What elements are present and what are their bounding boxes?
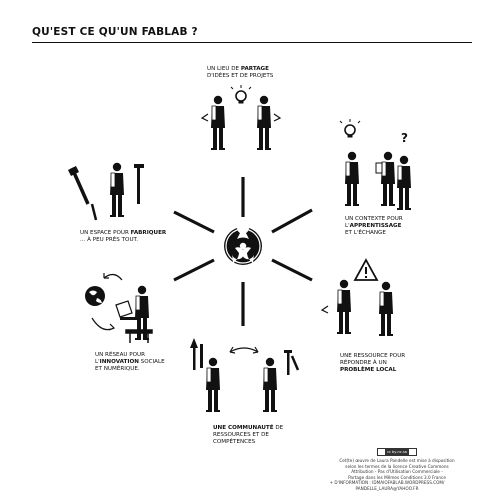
info-website: + D'INFORMATION : IDMAIOFABLAB.WORDPRESS… xyxy=(329,480,445,485)
caption-text: RESSOURCES ET DE xyxy=(213,432,269,438)
caption-text: D'IDÉES ET DE PROJETS xyxy=(207,73,274,79)
caption-local-problem: UNE RESSOURCE POUR RÉPONDRE À UN PROBLÈM… xyxy=(340,353,405,374)
caption-text: L' xyxy=(95,359,100,365)
sharing-illustration xyxy=(200,85,282,151)
network-illustration xyxy=(85,273,153,343)
caption-text: ET NUMÉRIQUE. xyxy=(95,366,140,372)
warning-triangle-icon xyxy=(353,258,379,281)
caption-text: COMPÉTENCES xyxy=(213,439,256,445)
laptop-icon xyxy=(115,300,138,320)
license-line: selon les termes de la licence Creative … xyxy=(345,463,449,469)
license-line: Attribution - Pas d'Utilisation Commerci… xyxy=(351,469,443,475)
learning-illustration: ? xyxy=(339,119,412,211)
caption-community: UNE COMMUNAUTÉ DE RESSOURCES ET DE COMPÉ… xyxy=(213,425,283,446)
caption-text: UN LIEU DE xyxy=(207,66,241,72)
title-divider xyxy=(32,42,472,43)
license-line: Cet(te) œuvre de Laura Pandelle est mise… xyxy=(339,458,455,463)
lightbulb-icon xyxy=(230,85,252,104)
caption-network: UN RÉSEAU POUR L'INNOVATION SOCIALE ET N… xyxy=(95,352,165,373)
local-problem-illustration xyxy=(320,258,394,337)
page-title: QU'EST CE QU'UN FABLAB ? xyxy=(32,26,198,38)
caption-keyword: INNOVATION xyxy=(99,359,139,365)
caption-text: ET L'ÉCHANGE xyxy=(345,230,386,236)
lightbulb-icon xyxy=(339,119,361,138)
license-line: Partage dans les Mêmes Conditions 3.0 Fr… xyxy=(348,474,446,480)
caption-text: ... À PEU PRÈS TOUT. xyxy=(80,237,139,243)
caption-text: UN RÉSEAU POUR xyxy=(95,352,146,358)
caption-keyword: FABRIQUER xyxy=(130,230,167,236)
caption-learning: UN CONTEXTE POUR L'APPRENTISSAGE ET L'ÉC… xyxy=(345,216,403,237)
info-email: PANDELLE_LAURA@YAHOO.FR xyxy=(355,485,419,491)
license-notice: cc by-nc-sa Cet(te) œuvre de Laura Pande… xyxy=(322,448,472,480)
ray-top-left xyxy=(173,210,215,234)
ray-bottom-left xyxy=(173,258,215,282)
cc-badge-text: cc by-nc-sa xyxy=(385,449,409,455)
fablab-logo-icon xyxy=(224,221,262,265)
caption-sharing: UN LIEU DE PARTAGE D'IDÉES ET DE PROJETS xyxy=(207,66,273,80)
cc-license-badge: cc by-nc-sa xyxy=(377,448,417,456)
caption-text: DE xyxy=(273,425,284,431)
caption-text: UN ESPACE POUR xyxy=(80,230,131,236)
caption-text: RÉPONDRE À UN xyxy=(340,360,387,366)
contact-info: + D'INFORMATION : IDMAIOFABLAB.WORDPRESS… xyxy=(302,480,472,491)
caption-text: L' xyxy=(345,223,350,229)
caption-make: UN ESPACE POUR FABRIQUER ... À PEU PRÈS … xyxy=(80,230,166,244)
community-illustration xyxy=(190,338,300,413)
caption-text: SOCIALE xyxy=(138,359,165,365)
caption-keyword: APPRENTISSAGE xyxy=(349,223,402,229)
tools-icon xyxy=(68,164,144,221)
caption-keyword: PROBLÈME LOCAL xyxy=(340,367,397,373)
caption-text: UNE RESSOURCE POUR xyxy=(340,353,406,359)
caption-keyword: PARTAGE xyxy=(240,66,269,72)
caption-text: UN CONTEXTE POUR xyxy=(345,216,403,222)
tools-icon xyxy=(190,338,300,375)
globe-icon xyxy=(85,286,105,306)
question-mark-icon: ? xyxy=(401,131,408,145)
make-illustration xyxy=(68,162,144,221)
ray-top-right xyxy=(271,208,313,234)
caption-keyword: UNE COMMUNAUTÉ xyxy=(213,425,274,431)
ray-bottom-right xyxy=(271,258,313,282)
